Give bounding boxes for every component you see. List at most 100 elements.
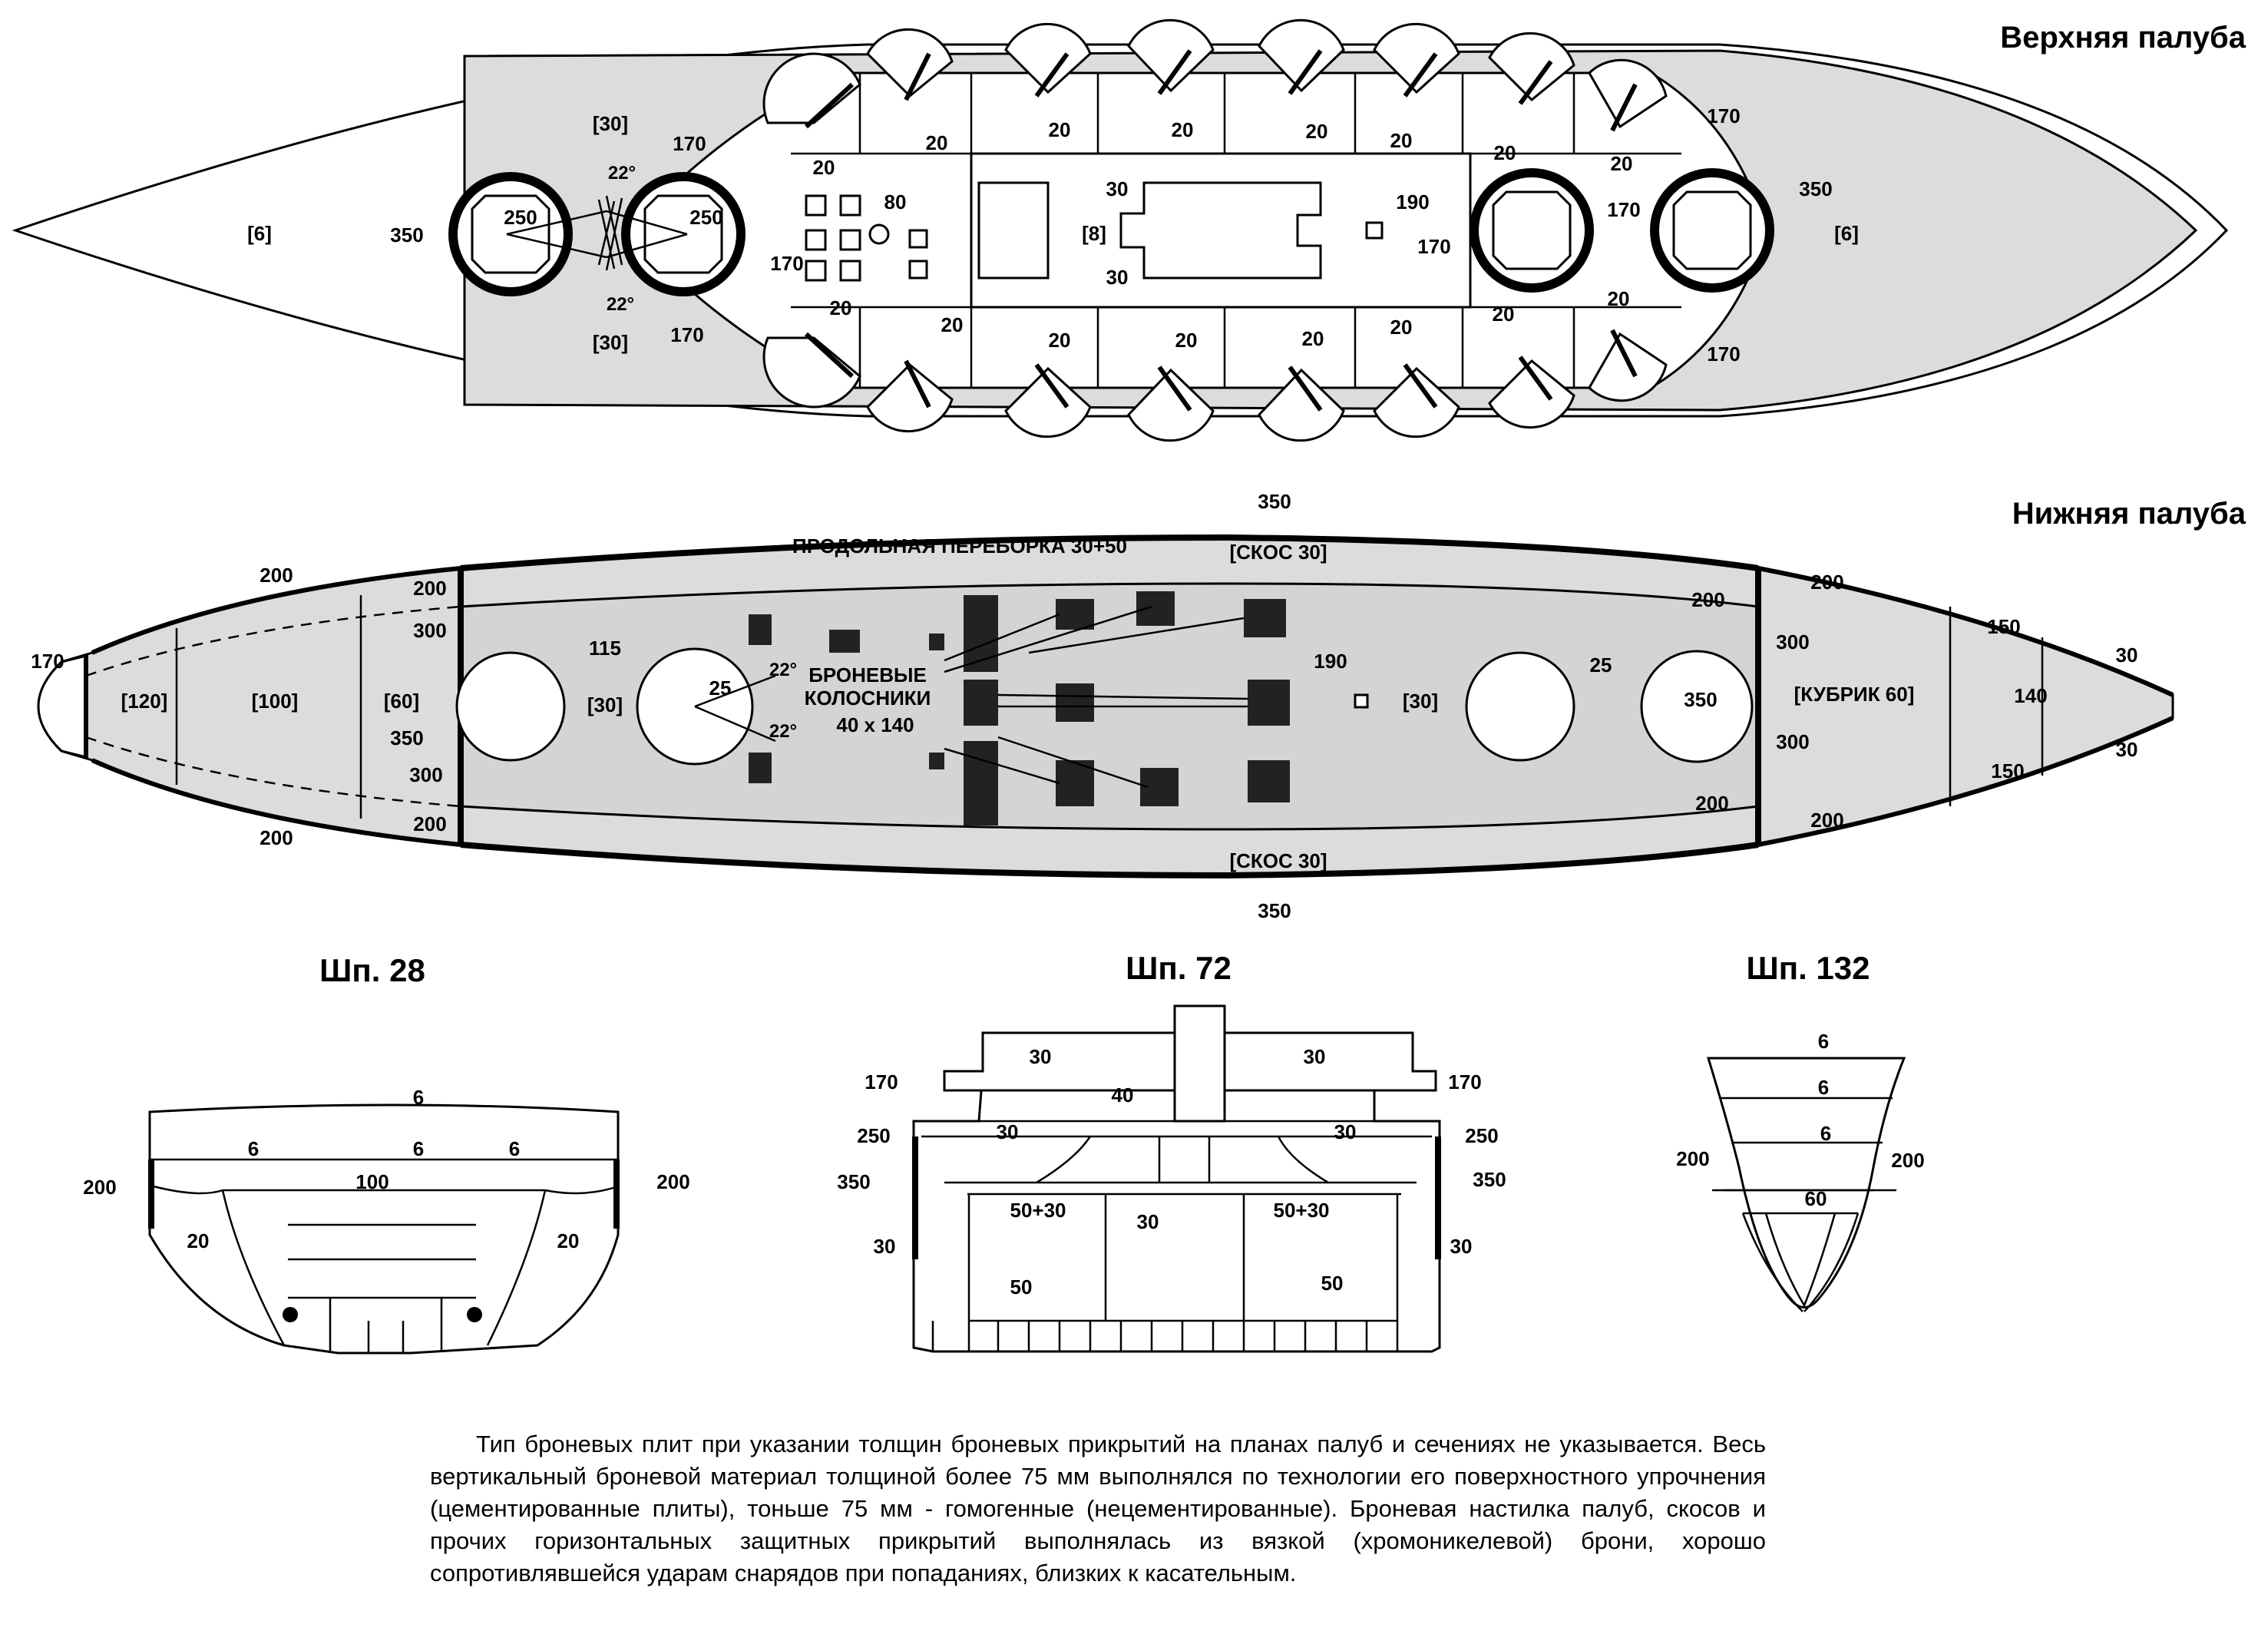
upper-deck-funnel-casing xyxy=(1119,181,1322,280)
lower-label-30c: 30 xyxy=(2116,643,2138,667)
upper-label-n170c: 170 xyxy=(670,323,703,346)
upper-deck-casemate-guns xyxy=(762,18,1668,442)
upper-deck-turret-fore-2 xyxy=(606,172,746,296)
upper-label-n350r: 350 xyxy=(1799,177,1832,200)
lower-deck-fore-divisions xyxy=(84,595,461,819)
upper-label-n250b: 250 xyxy=(689,206,722,229)
upper-label-t6l: [6] xyxy=(247,222,272,245)
gun-bot-4 xyxy=(1127,366,1215,442)
lower-label-a22b: 22° xyxy=(769,721,797,742)
lower-label-200e: 200 xyxy=(1691,588,1724,611)
upper-label-n30a: 30 xyxy=(1106,177,1129,200)
lower-label-25b: 25 xyxy=(1590,653,1612,677)
gun-bot-3 xyxy=(1004,363,1092,438)
section-72-label-350b: 350 xyxy=(1473,1168,1506,1191)
lower-label-bulkhead: ПРОДОЛЬНАЯ ПЕРЕБОРКА 30+50 xyxy=(792,534,1127,557)
lower-deck-title: Нижняя палуба xyxy=(2012,497,2247,531)
section-72-label-30g: 30 xyxy=(1450,1235,1473,1258)
svg-text:20: 20 xyxy=(830,296,852,319)
section-72-label-30f: 30 xyxy=(874,1235,896,1258)
svg-text:20: 20 xyxy=(1611,152,1633,175)
lower-label-300a: 300 xyxy=(413,619,446,642)
lower-label-t120: [120] xyxy=(121,690,168,713)
lower-label-25a: 25 xyxy=(709,677,732,700)
section-frame-132: Шп. 132 6 6 6 200 200 60 xyxy=(1676,950,1925,1312)
gun-bot-6 xyxy=(1373,363,1460,438)
section-72-label-50a: 50 xyxy=(1010,1275,1033,1299)
lower-deck-belt-top xyxy=(460,534,1759,571)
upper-label-n170e: 170 xyxy=(1607,198,1640,221)
upper-label-a22b: 22° xyxy=(607,294,634,315)
gun-top-2 xyxy=(866,28,954,101)
svg-text:20: 20 xyxy=(1049,118,1071,141)
upper-label-t6r: [6] xyxy=(1834,222,1859,245)
lower-label-350-top: 350 xyxy=(1258,490,1291,513)
gun-top-3 xyxy=(1004,22,1092,98)
lower-label-200f: 200 xyxy=(1695,792,1728,815)
lower-label-grate3: 40 х 140 xyxy=(836,713,914,736)
lower-label-30d: 30 xyxy=(2116,738,2138,761)
upper-label-n190: 190 xyxy=(1396,190,1429,213)
lower-deck-barbette-3 xyxy=(1465,651,1575,762)
gun-top-6 xyxy=(1373,22,1460,98)
section-28-label-200b: 200 xyxy=(656,1170,689,1193)
section-72-label-5030b: 50+30 xyxy=(1273,1199,1329,1222)
section-132-title: Шп. 132 xyxy=(1747,950,1870,986)
lower-label-140: 140 xyxy=(2014,684,2047,707)
upper-label-t8: [8] xyxy=(1082,222,1106,245)
lower-label-300d: 300 xyxy=(1776,730,1809,753)
section-72-label-170a: 170 xyxy=(865,1070,898,1093)
svg-text:20: 20 xyxy=(1390,129,1413,152)
lower-deck-belt-bottom xyxy=(460,842,1759,879)
lower-label-a22a: 22° xyxy=(769,660,797,680)
upper-label-n170f: 170 xyxy=(1417,235,1450,258)
svg-text:20: 20 xyxy=(1172,118,1194,141)
upper-deck-small-compartments xyxy=(805,194,1384,282)
section-72-label-5030a: 50+30 xyxy=(1010,1199,1066,1222)
lower-label-200b: 200 xyxy=(260,826,293,849)
section-28-label-200a: 200 xyxy=(83,1176,116,1199)
upper-deck-title: Верхняя палуба xyxy=(2000,21,2246,55)
upper-deck-casemate-labels: 20 20 20 20 20 20 20 20 20 20 20 20 20 2… xyxy=(813,118,1633,352)
section-72-label-40: 40 xyxy=(1112,1083,1134,1107)
lower-label-200h: 200 xyxy=(1810,809,1843,832)
section-frame-28: Шп. 28 6 6 6 6 100 200 200 20 20 xyxy=(83,952,690,1355)
svg-text:20: 20 xyxy=(941,313,964,336)
svg-text:20: 20 xyxy=(1608,287,1630,310)
svg-text:20: 20 xyxy=(1175,329,1198,352)
lower-label-115: 115 xyxy=(589,637,621,660)
section-132-outline xyxy=(1706,1057,1906,1308)
lower-deck-aft-belt xyxy=(1757,566,2174,847)
upper-label-n350l: 350 xyxy=(390,223,423,246)
upper-deck-turret-aft-1 xyxy=(1470,168,1594,293)
gun-top-4 xyxy=(1127,18,1215,95)
lower-deck-aft-divisions xyxy=(1949,607,2044,806)
section-72-label-30b: 30 xyxy=(1304,1045,1326,1068)
lower-label-grate2: КОЛОСНИКИ xyxy=(805,686,931,710)
section-132-label-200b: 200 xyxy=(1891,1149,1924,1172)
gun-bot-7 xyxy=(1488,356,1575,429)
lower-deck-plan: Нижняя палуба xyxy=(31,490,2246,922)
lower-label-skos-top: [СКОС 30] xyxy=(1229,541,1327,564)
section-132-label-6b: 6 xyxy=(1818,1076,1829,1099)
section-72-internal-lines xyxy=(921,1120,1432,1322)
lower-label-t100: [100] xyxy=(252,690,299,713)
upper-deck-casemate-partitions xyxy=(791,73,1681,388)
lower-label-150b: 150 xyxy=(1991,759,2024,782)
upper-label-n250a: 250 xyxy=(504,206,537,229)
upper-label-t30b: [30] xyxy=(593,331,628,354)
lower-label-grate1: БРОНЕВЫЕ xyxy=(808,663,927,686)
lower-deck-armored-gratings xyxy=(749,591,1369,825)
upper-deck-plan: Верхняя палуба xyxy=(12,18,2247,442)
svg-text:20: 20 xyxy=(1049,329,1071,352)
section-72-funnel xyxy=(1173,1004,1226,1123)
section-72-label-30a: 30 xyxy=(1030,1045,1052,1068)
lower-label-t30a: [30] xyxy=(587,693,623,716)
svg-text:20: 20 xyxy=(1493,303,1515,326)
lower-label-350l: 350 xyxy=(390,726,423,749)
lower-label-skos-bot: [СКОС 30] xyxy=(1229,849,1327,872)
upper-label-n170a: 170 xyxy=(673,132,706,155)
lower-label-t30b: [30] xyxy=(1403,690,1438,713)
section-28-label-6b: 6 xyxy=(248,1137,259,1160)
